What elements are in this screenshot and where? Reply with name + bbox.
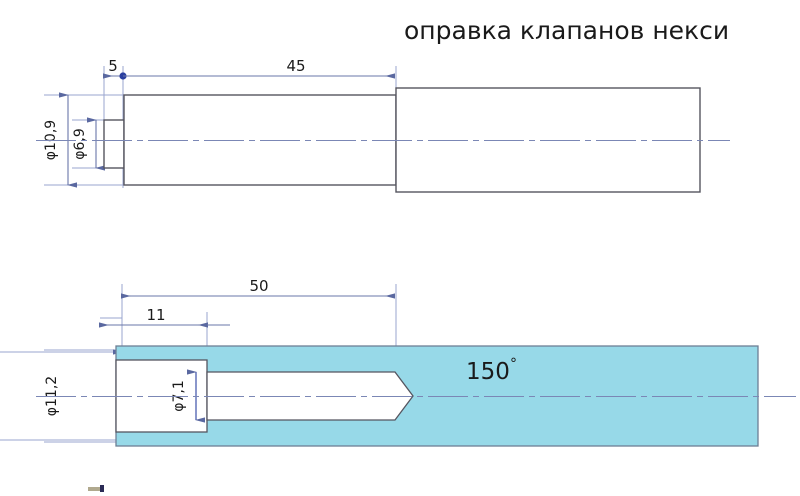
dimension-11-label: 11 <box>146 306 165 324</box>
bottom-view: 50 11 φ11,2 φ7,1 150 ° <box>0 277 796 447</box>
dimension-45: 45 <box>123 57 395 79</box>
top-view-left-boss <box>103 119 125 169</box>
dimension-angle-150-label: 150 <box>466 359 510 385</box>
dimension-dia-6-9: φ6,9 <box>72 117 105 171</box>
dimension-5-label: 5 <box>108 57 118 75</box>
dimension-45-label: 45 <box>286 57 305 75</box>
dimension-50-label: 50 <box>249 277 268 295</box>
dimension-11: 11 <box>99 306 230 328</box>
dimension-dia-6-9-label: φ6,9 <box>72 128 88 160</box>
page-title: оправка клапанов некси <box>404 16 729 45</box>
stray-artifact-mark <box>88 485 104 492</box>
dimension-50: 50 <box>121 277 395 299</box>
dimension-angle-150: 150 ° <box>466 356 517 385</box>
top-view: 5 45 φ10,9 φ6,9 <box>36 57 730 193</box>
degree-symbol-icon: ° <box>510 356 517 372</box>
